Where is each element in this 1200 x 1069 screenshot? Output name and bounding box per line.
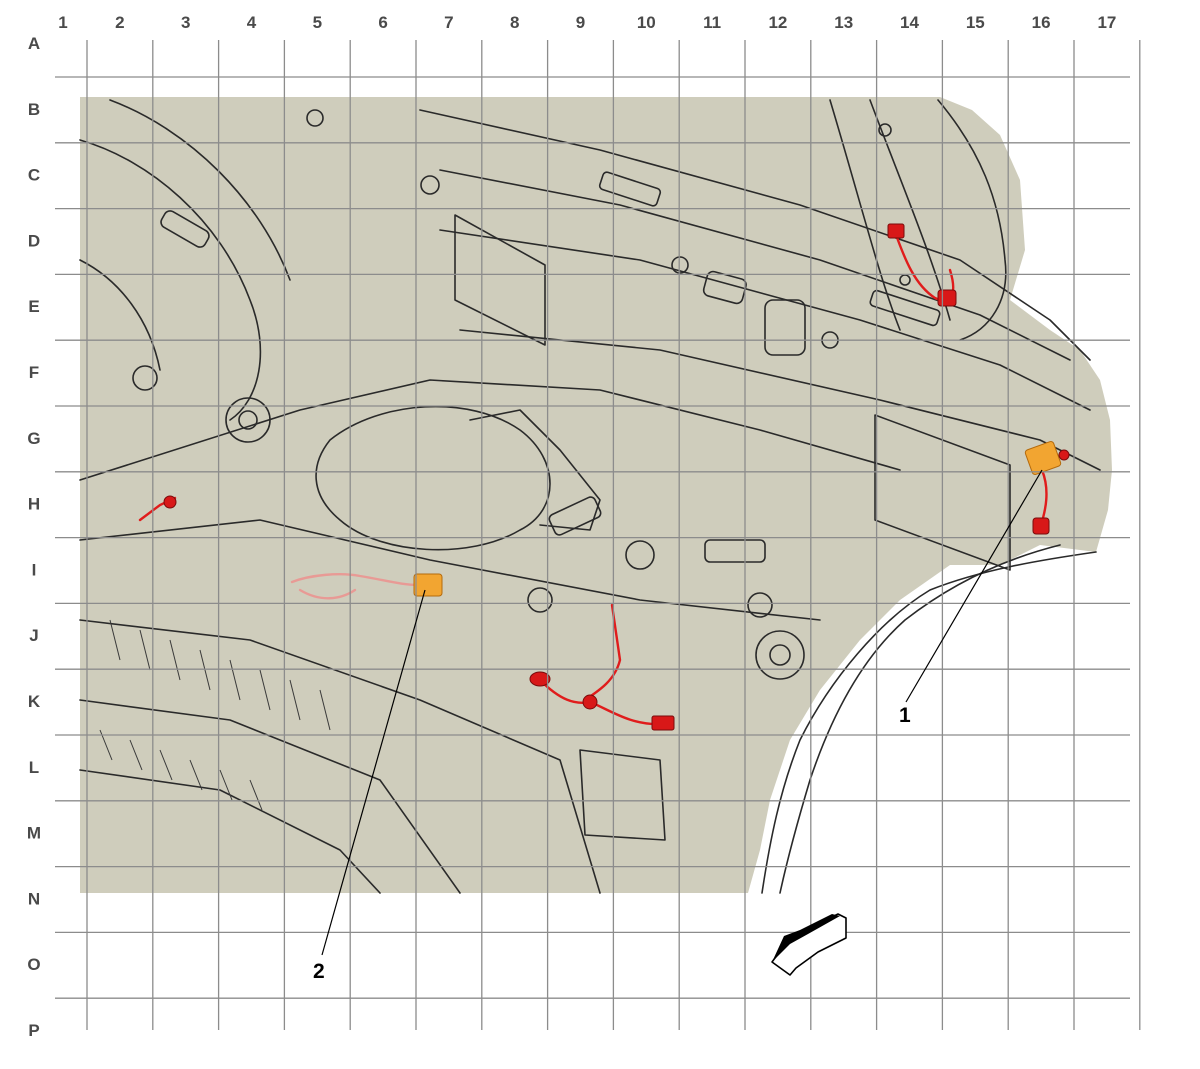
grid-column-label: 7	[444, 13, 453, 32]
grid-column-label: 1	[58, 13, 67, 32]
grid-column-label: 2	[115, 13, 124, 32]
grid-row-label: H	[28, 495, 40, 514]
grid-column-label: 5	[313, 13, 322, 32]
grid-row-label: K	[28, 692, 41, 711]
grid-row-label: B	[28, 100, 40, 119]
connector-icon	[887, 223, 905, 239]
grid-row-label: I	[32, 560, 37, 579]
grid-column-label: 17	[1097, 13, 1116, 32]
wiring-harness-left	[138, 495, 443, 600]
highlighted-connector-icon	[1024, 440, 1062, 476]
grid-column-label: 13	[834, 13, 853, 32]
connector-icon	[651, 715, 675, 731]
connector-icon	[529, 671, 551, 687]
grid-row-label: P	[28, 1021, 39, 1040]
grid-row-label: F	[29, 363, 39, 382]
grid-column-label: 8	[510, 13, 519, 32]
grid-column-label: 3	[181, 13, 190, 32]
front-direction-arrow-icon	[771, 913, 847, 976]
connector-icon	[582, 694, 598, 710]
grid-column-label: 6	[378, 13, 387, 32]
grid-row-label: O	[27, 955, 40, 974]
callout-leader-2	[321, 589, 426, 956]
connector-icon	[937, 289, 957, 307]
grid-row-label: L	[29, 758, 39, 777]
grid-row-label: N	[28, 889, 40, 908]
grid-column-label: 14	[900, 13, 919, 32]
connector-icon	[163, 495, 177, 509]
floor-ribs	[99, 619, 331, 811]
vehicle-body-linework	[79, 99, 1101, 894]
connector-icon	[1032, 517, 1050, 535]
grid-column-label: 9	[576, 13, 585, 32]
grid-column-label: 11	[703, 13, 721, 32]
callout-1-label: 1	[899, 704, 911, 727]
grid-row-label: D	[28, 231, 40, 250]
wiring-harness-center	[529, 603, 675, 731]
grid-row-label: E	[28, 297, 39, 316]
grid-column-label: 15	[966, 13, 985, 32]
callout-leader-1	[905, 469, 1043, 703]
grid-row-label: J	[29, 626, 38, 645]
grid-row-label: A	[28, 34, 40, 53]
grid-column-label: 12	[768, 13, 787, 32]
grid-row-label: M	[27, 824, 41, 843]
connector-icon	[1058, 449, 1070, 461]
grid-column-label: 16	[1032, 13, 1051, 32]
grid-column-label: 4	[247, 13, 257, 32]
grid-column-label: 10	[637, 13, 656, 32]
highlighted-connector-icon	[413, 573, 443, 597]
wiring-harness-rear-right	[887, 223, 1070, 535]
grid-row-label: G	[27, 429, 40, 448]
grid-row-label: C	[28, 166, 40, 185]
callout-2-label: 2	[313, 960, 325, 983]
